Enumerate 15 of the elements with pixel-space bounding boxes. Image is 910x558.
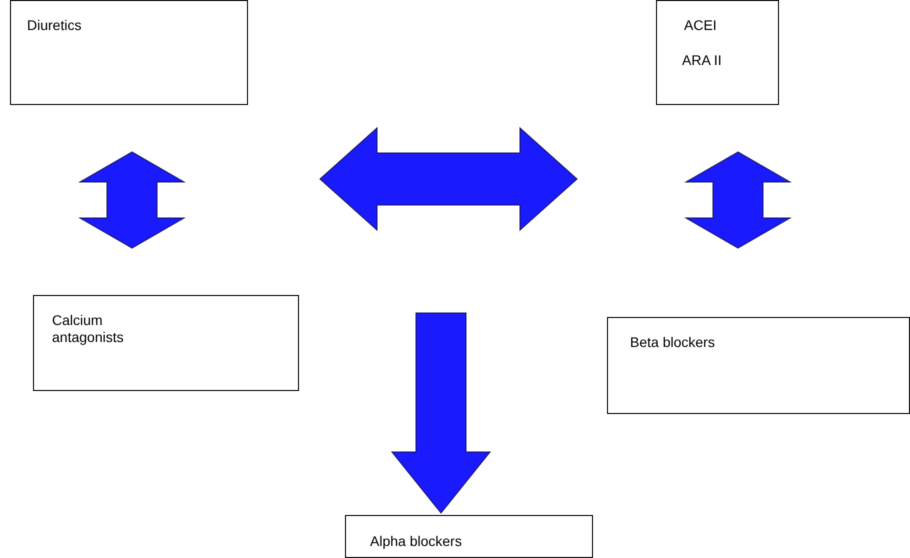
- double-block-arrow: [319, 126, 578, 232]
- double-block-arrow: [78, 151, 186, 249]
- text-box: [656, 0, 779, 105]
- text-box: [607, 317, 910, 414]
- box-label: Beta blockers: [630, 334, 715, 351]
- block-arrow: [390, 312, 492, 514]
- box-label: ARA II: [682, 52, 722, 69]
- box-label: ACEI: [684, 17, 717, 34]
- box-label: Diuretics: [27, 17, 82, 34]
- box-label: Alpha blockers: [370, 533, 462, 550]
- double-block-arrow: [684, 151, 792, 249]
- text-box: [33, 295, 299, 391]
- text-box: [10, 0, 248, 105]
- box-label: Calcium antagonists: [52, 312, 125, 346]
- text-box: [345, 515, 593, 558]
